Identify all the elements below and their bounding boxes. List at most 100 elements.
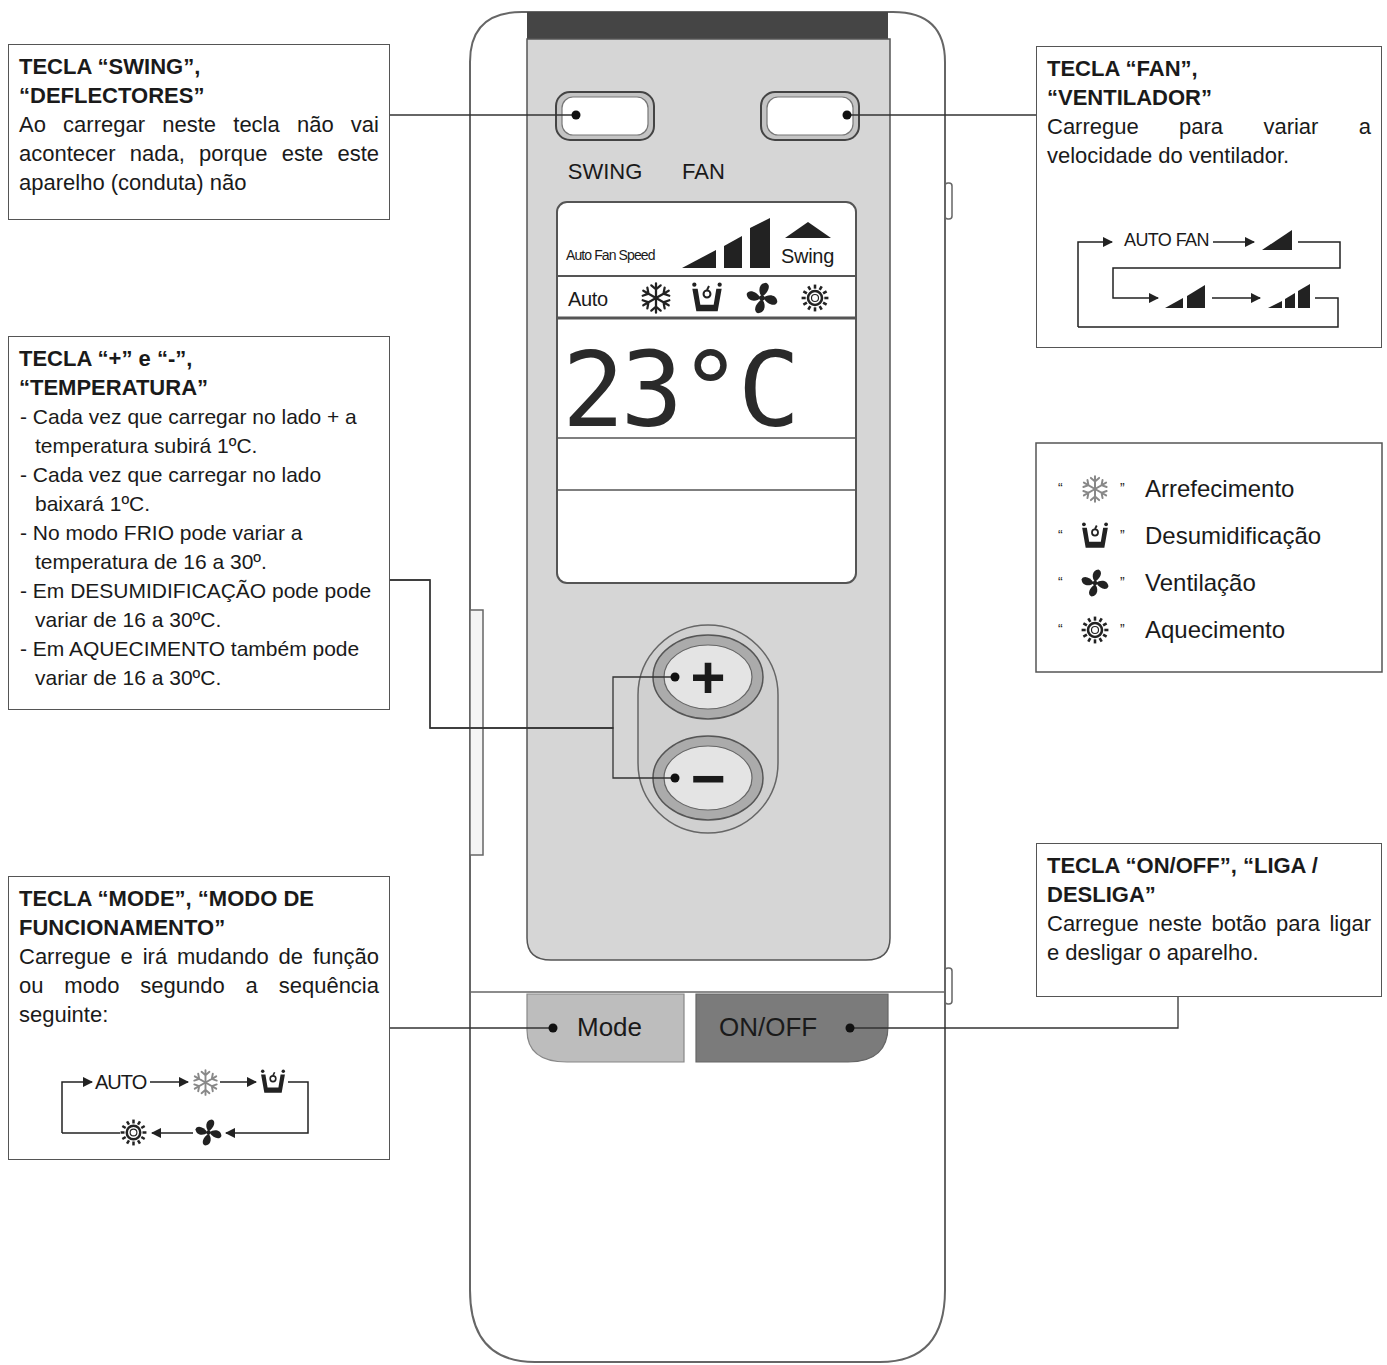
- lcd-display-part: [557, 489, 856, 491]
- callout-heading: TECLA “+” e “-”, “TEMPERATURA”: [19, 344, 249, 402]
- callout-body: Carregue neste botão para ligar e deslig…: [1047, 909, 1371, 967]
- key-text: +: [653, 643, 763, 712]
- legend-box: [1036, 443, 1382, 672]
- legend-box-part: [1082, 617, 1109, 644]
- key-text: FAN: [672, 159, 862, 184]
- remote-body-part: [470, 991, 945, 993]
- lcd-text: Auto: [568, 288, 608, 310]
- quote-mark: ”: [1120, 528, 1125, 543]
- fan-key-part: [767, 97, 853, 135]
- fan-key-part: [761, 92, 859, 140]
- legend-text: Arrefecimento: [1145, 474, 1294, 504]
- mode-sequence-part: [62, 1132, 120, 1134]
- key-label: SWING: [548, 92, 662, 184]
- lcd-display-part: [747, 283, 778, 314]
- legend-box-part: [1082, 570, 1109, 597]
- fan-key: [761, 92, 859, 140]
- leader-line: [390, 580, 675, 728]
- minus-key: −: [653, 736, 763, 820]
- callout-body: - Cada vez que carregar no lado + a temp…: [19, 402, 379, 460]
- fan-sequence-part: [1212, 297, 1260, 299]
- leader-line: [847, 114, 1036, 115]
- sequence-text: AUTO: [95, 1071, 146, 1093]
- swing-key: [556, 92, 654, 140]
- leader-line: [850, 997, 1178, 1028]
- leader-dot: [843, 111, 852, 120]
- swing-key-part: [556, 92, 654, 140]
- callout-box: TECLA “FAN”, “VENTILADOR”Carregue para v…: [1036, 46, 1382, 348]
- remote-body: [470, 12, 952, 1362]
- callout-body: - Em AQUECIMENTO também pode variar de 1…: [19, 634, 379, 692]
- fan-sequence-part: [1078, 242, 1112, 327]
- callout-body: Carregue e irá mudando de função ou modo…: [19, 942, 379, 1029]
- callout-box: TECLA “SWING”, “DEFLECTORES”Ao carregar …: [8, 44, 390, 220]
- lcd-display-part: [557, 275, 856, 277]
- fan-speed-icons-part: [1285, 293, 1295, 308]
- leader-dot: [671, 774, 680, 783]
- quote-mark: ”: [1120, 622, 1125, 637]
- callout-heading: TECLA “MODE”, “MODO DE FUNCIONAMENTO”: [19, 884, 379, 942]
- leader-line: [390, 580, 675, 778]
- lcd-display-part: [692, 283, 722, 312]
- lcd-display-part: [682, 250, 716, 268]
- lcd-display-part: [557, 317, 856, 320]
- quote-mark: “: [1058, 481, 1063, 496]
- lcd-display-part: [750, 218, 770, 268]
- fan-speed-icons-part: [1187, 285, 1205, 308]
- callout-body: - Cada vez que carregar no lado baixará …: [19, 460, 379, 518]
- callout-body: Carregue para variar a velocidade do ven…: [1047, 112, 1371, 170]
- legend-text: Ventilação: [1145, 568, 1256, 598]
- key-text: ON/OFF: [696, 1013, 888, 1043]
- mode-icons-part: [261, 1069, 285, 1092]
- quote-mark: “: [1058, 575, 1063, 590]
- temperature-keys: [638, 625, 778, 833]
- remote-body-part: [527, 12, 888, 39]
- swing-key-part: [562, 97, 648, 135]
- remote-body-part: [470, 610, 483, 855]
- leader-dot: [572, 111, 581, 120]
- lcd-display-part: [641, 283, 671, 312]
- legend-text: Aquecimento: [1145, 615, 1285, 645]
- key-text: Mode: [527, 1013, 684, 1043]
- leader-dot: [846, 1024, 855, 1033]
- plus-key: +: [653, 635, 763, 719]
- leader-dot: [549, 1024, 558, 1033]
- remote-body-part: [527, 39, 890, 960]
- remote-body-part: [945, 183, 952, 219]
- callout-heading: TECLA “FAN”, “VENTILADOR”: [1047, 54, 1297, 112]
- fan-speed-icons-part: [1268, 301, 1282, 308]
- lcd-temperature: 23°C: [562, 333, 796, 447]
- quote-mark: ”: [1120, 575, 1125, 590]
- lcd-display-part: [802, 285, 829, 312]
- mode-sequence-part: [220, 1081, 256, 1083]
- mode-sequence-part: [62, 1082, 92, 1133]
- fan-speed-icons-part: [1298, 284, 1310, 308]
- legend-box-part: [1082, 522, 1108, 547]
- mode-icons-part: [196, 1120, 222, 1146]
- callout-box: TECLA “MODE”, “MODO DE FUNCIONAMENTO”Car…: [8, 876, 390, 1160]
- lcd-text: Swing: [781, 245, 834, 267]
- lcd-display-part: [724, 236, 742, 268]
- callout-body: Ao carregar neste tecla não vai acontece…: [19, 110, 379, 197]
- remote-body-part: [470, 12, 945, 1362]
- fan-sequence-part: [1213, 241, 1254, 243]
- callout-body: - Em DESUMIDIFICAÇÃO pode pode variar de…: [19, 576, 379, 634]
- onoff-key-label: ON/OFF: [696, 994, 888, 1062]
- legend-text: Desumidificação: [1145, 521, 1321, 551]
- mode-key-label: Mode: [527, 994, 684, 1062]
- quote-mark: “: [1058, 528, 1063, 543]
- callout-heading: TECLA “ON/OFF”, “LIGA / DESLIGA”: [1047, 851, 1371, 909]
- leader-dot: [671, 673, 680, 682]
- lcd-display: [557, 202, 856, 583]
- sequence-text: AUTO FAN: [1124, 231, 1209, 251]
- legend-box-part: [1082, 476, 1108, 502]
- callout-body: - No modo FRIO pode variar a temperatura…: [19, 518, 379, 576]
- key-text: SWING: [548, 159, 662, 184]
- mode-icons-part: [193, 1070, 218, 1095]
- key-text: −: [653, 744, 763, 813]
- lcd-text: Auto Fan Speed: [566, 248, 655, 263]
- quote-mark: ”: [1120, 481, 1125, 496]
- key-label: FAN: [672, 92, 862, 184]
- fan-speed-icons-part: [1165, 298, 1183, 308]
- fan-sequence: [1078, 242, 1340, 327]
